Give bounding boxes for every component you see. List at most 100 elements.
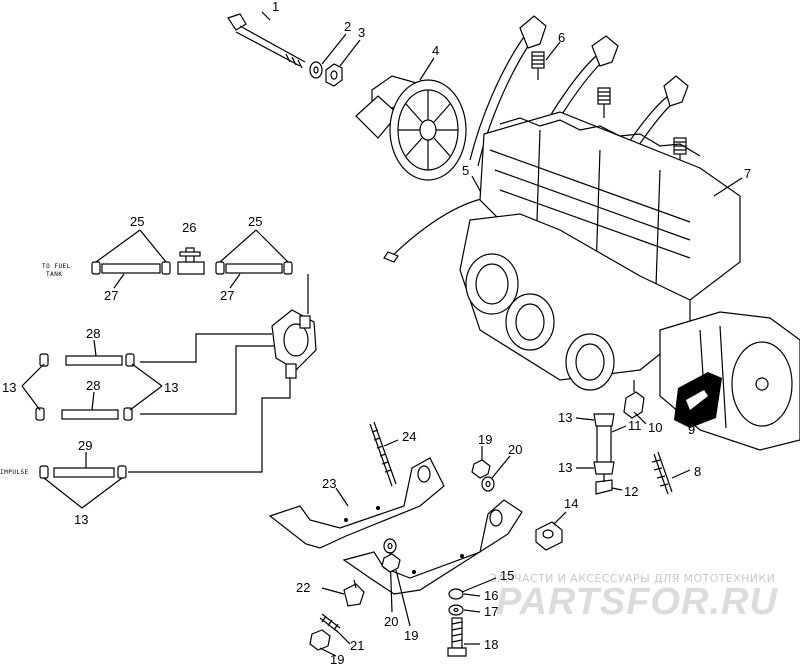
leader-6 [545,41,561,61]
leader-14 [553,511,567,525]
leader-12 [611,487,623,491]
part-19-nut-lower [381,553,401,573]
watermark-brand: PARTSFOR.RU [496,581,778,623]
leader-28a [93,339,97,357]
part-9-cover-plate [674,372,722,428]
leader-13-upper-engine [575,417,595,421]
callout-28-lower: 28 [86,378,100,393]
callout-19-upper: 19 [478,432,492,447]
watermark: ЗАПЧАСТИ И АКСЕССУАРЫ ДЛЯ МОТОТЕХНИКИ PA… [490,572,778,623]
part-4-drive-clutch [355,75,467,181]
leader-10 [633,411,647,425]
watermark-tagline: ЗАПЧАСТИ И АКСЕССУАРЫ ДЛЯ МОТОТЕХНИКИ [490,572,775,585]
part-7-engine [459,111,800,451]
leader-17 [463,609,481,613]
callout-27-left: 27 [104,288,118,303]
part-12-fitting [595,474,613,495]
leader-13-right [129,363,163,411]
part-27-fuel-hoses [101,263,283,274]
leader-27a [113,273,125,289]
callout-10: 10 [648,420,662,435]
callout-25-left: 25 [130,214,144,229]
callout-5: 5 [462,163,469,178]
callout-1: 1 [272,0,279,14]
part-19-nut-upper [471,459,491,479]
leader-25a [95,229,167,263]
leader-15 [461,577,497,593]
leader-21 [335,629,351,645]
callout-27-right: 27 [220,288,234,303]
part-20-washer-lower [383,538,397,554]
leader-20a [491,455,511,479]
leader-9 [695,409,699,421]
leader-4 [419,57,435,81]
part-3-nut [325,63,343,87]
label-impulse: IMPULSE [0,469,29,476]
leader-23 [335,487,349,507]
callout-21: 21 [350,638,364,653]
callout-14: 14 [564,496,578,511]
leader-27b [229,273,241,289]
part-26-shutoff-valve [177,247,205,275]
callout-13-left: 13 [2,380,16,395]
leader-19c [319,647,337,657]
part-1-bolt [227,13,306,69]
part-28-pulse-hoses [61,355,123,420]
leader-24 [383,439,399,447]
label-to-fuel-tank-line2: TANK [46,271,62,278]
part-21-bolt [319,613,341,633]
callout-2: 2 [344,19,351,34]
part-23-mount-bracket [268,457,445,549]
part-22-fitting [343,579,365,607]
leader-11 [611,425,627,433]
callout-20-upper: 20 [508,442,522,457]
leader-16 [463,593,481,597]
callout-18: 18 [484,637,498,652]
part-24-bolt [369,421,397,487]
leader-25b [219,229,289,263]
callout-19-bottom: 19 [330,652,344,666]
callout-4: 4 [432,43,439,58]
callout-13-engine-upper: 13 [558,410,572,425]
part-8-pin [651,451,673,495]
part-17-washer [448,604,464,616]
part-11-hose [593,413,615,475]
part-13-clamps [35,353,135,479]
part-20-washer-upper [481,476,495,492]
callout-13-engine-lower: 13 [558,460,572,475]
part-19-nut-bottom [309,629,331,651]
callout-26: 26 [182,220,196,235]
callout-12: 12 [624,484,638,499]
callout-13-right: 13 [164,380,178,395]
leader-28b [91,391,95,411]
part-18-bolt [447,617,467,657]
part-10-fitting [623,380,645,419]
callout-23: 23 [322,476,336,491]
part-14-rubber-plug [535,521,563,551]
leader-8 [671,469,691,479]
part-2-washer [309,61,323,79]
callout-22: 22 [296,580,310,595]
leader-13-left [21,363,45,411]
callout-15: 15 [500,568,514,583]
callout-3: 3 [358,25,365,40]
callout-24: 24 [402,429,416,444]
callout-8: 8 [694,464,701,479]
callout-19-lower: 19 [404,628,418,643]
callout-16: 16 [484,588,498,603]
leader-2 [321,33,347,65]
callout-9: 9 [688,422,695,437]
leader-3 [339,39,361,67]
callout-13-bottom: 13 [74,512,88,527]
leader-13-bottom [43,477,123,509]
callout-11: 11 [628,418,642,433]
part-16-washer [448,588,464,600]
callout-25-right: 25 [248,214,262,229]
callout-7: 7 [744,166,751,181]
leader-7 [713,177,743,197]
callout-17: 17 [484,604,498,619]
part-25-clamps [91,261,293,275]
leader-1 [261,11,271,21]
